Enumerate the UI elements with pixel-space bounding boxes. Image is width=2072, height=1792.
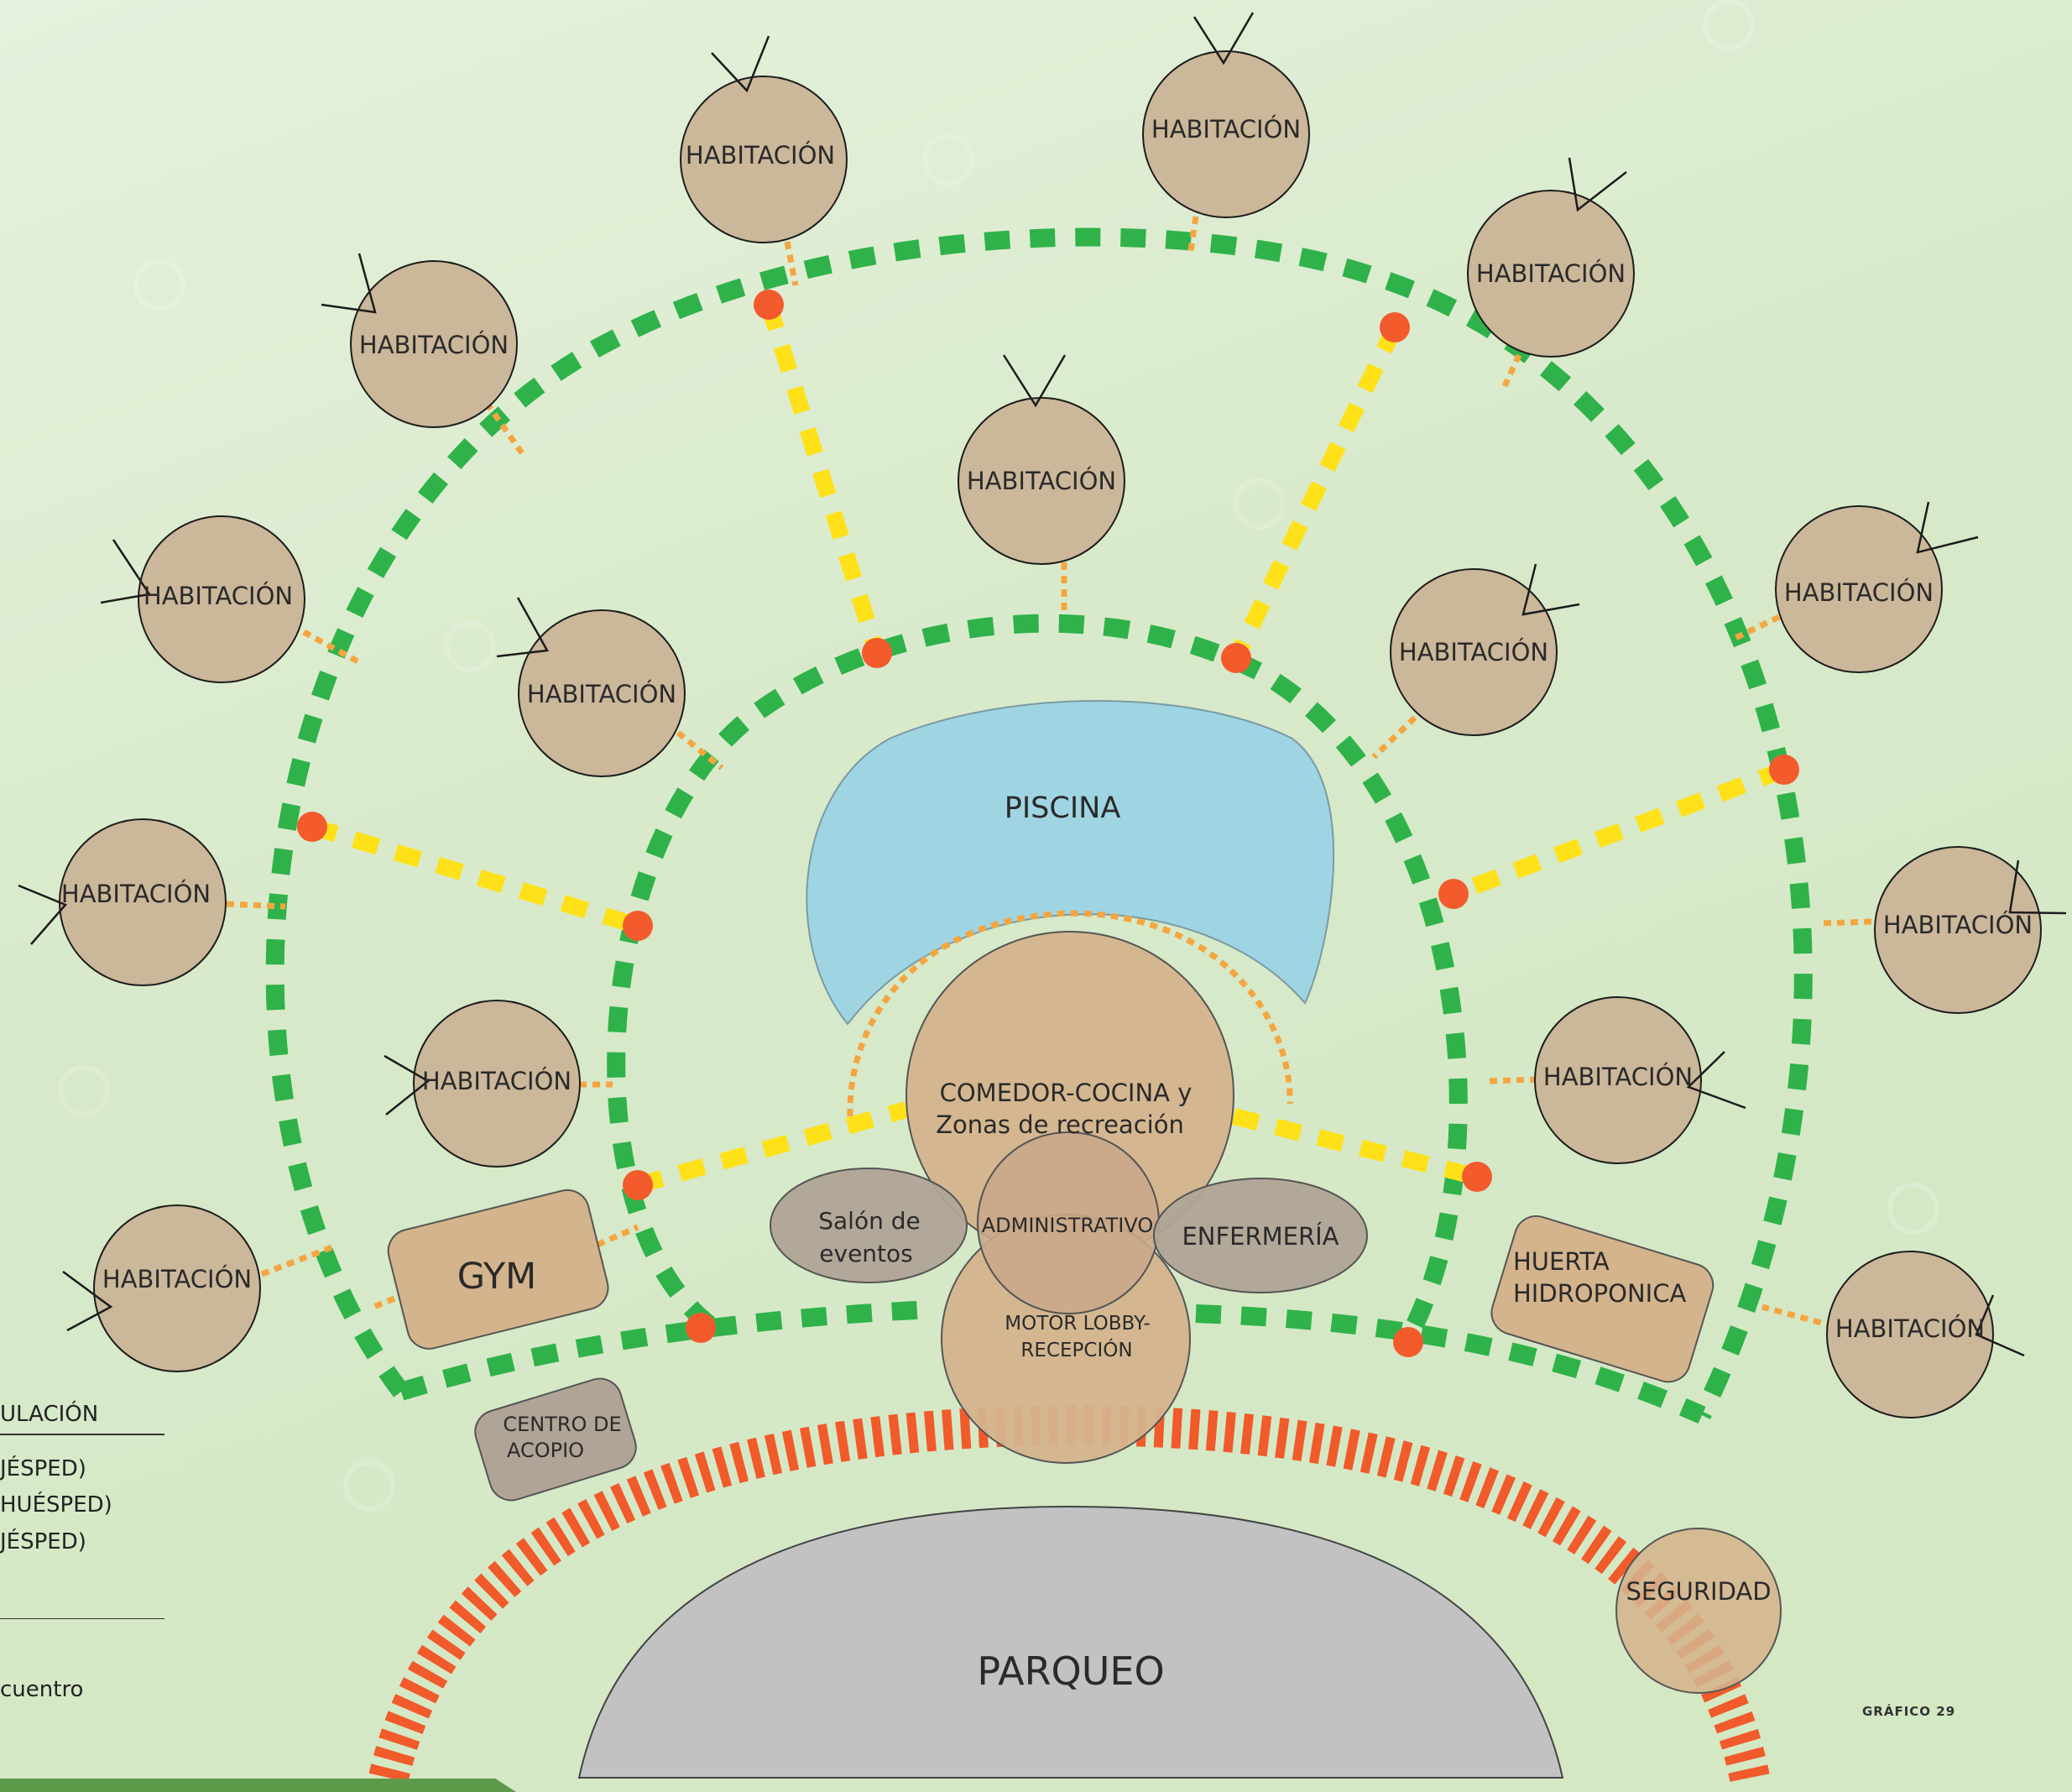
legend-line-4: cuentro [0, 1677, 84, 1702]
node [754, 290, 784, 320]
collection-label-line2: ACOPIO [507, 1439, 584, 1462]
node [623, 911, 653, 941]
room-circle [1467, 190, 1635, 358]
room-label: HABITACIÓN [1883, 911, 2033, 939]
node [623, 1170, 653, 1200]
outer-green-ring [265, 227, 1813, 1419]
room-label: HABITACIÓN [967, 467, 1116, 495]
legend-line-2: HUÉSPED) [0, 1492, 112, 1518]
gym-zone [387, 1189, 609, 1350]
lobby-label-line1: MOTOR LOBBY- [1005, 1313, 1150, 1335]
collection-label-line1: CENTRO DE [503, 1413, 621, 1436]
room-label: HABITACIÓN [1835, 1314, 1985, 1343]
legend-rule-bottom [0, 1618, 164, 1619]
room-label: HABITACIÓN [1784, 578, 1934, 607]
garden-label-line2: HIDROPONICA [1513, 1279, 1686, 1308]
events-hall-zone [770, 1168, 968, 1283]
room-circle [958, 397, 1125, 565]
node [862, 638, 892, 668]
meeting-nodes [297, 290, 1799, 1357]
security-label: SEGURIDAD [1626, 1577, 1771, 1606]
admin-label: ADMINISTRATIVO [982, 1214, 1154, 1237]
room-circle [1142, 50, 1310, 218]
room-label: HABITACIÓN [144, 582, 293, 610]
room-label: HABITACIÓN [359, 331, 509, 359]
node [297, 812, 327, 842]
room-circle [1775, 505, 1943, 673]
legend-rule-top [0, 1434, 164, 1435]
legend-line-3: JÉSPED) [0, 1529, 86, 1554]
room-circle [1874, 846, 2042, 1014]
lower-green-path [398, 1300, 932, 1401]
inner-green-ring [607, 614, 1468, 1340]
orange-circulation [226, 216, 1872, 1330]
node [1393, 1327, 1423, 1357]
room-label: HABITACIÓN [1543, 1063, 1693, 1091]
legend-line-1: JÉSPED) [0, 1456, 86, 1481]
room-circle [518, 609, 686, 777]
node [1380, 312, 1410, 342]
node [1438, 879, 1469, 909]
room-circle [350, 260, 518, 428]
room-label: HABITACIÓN [61, 880, 211, 908]
events-label-line2: eventos [819, 1240, 912, 1267]
room-label: HABITACIÓN [1399, 638, 1548, 666]
guest-rooms [59, 50, 2042, 1418]
dining-label-line2: Zonas de recreación [936, 1110, 1184, 1139]
events-label-line1: Salón de [818, 1207, 921, 1235]
node [1769, 755, 1799, 785]
security-zone [1615, 1528, 1782, 1694]
gym-label: GYM [457, 1256, 537, 1298]
room-label: HABITACIÓN [102, 1265, 252, 1293]
node [1221, 643, 1251, 673]
legend-title: ULACIÓN [0, 1402, 99, 1427]
room-circle [1390, 568, 1558, 736]
room-circle [93, 1204, 261, 1372]
infirmary-label: ENFERMERÍA [1182, 1222, 1339, 1251]
room-label: HABITACIÓN [686, 141, 835, 170]
room-circle [413, 1000, 581, 1168]
lower-green-path-right [1195, 1304, 1706, 1424]
room-label: HABITACIÓN [1476, 259, 1626, 288]
collection-center-zone [474, 1377, 637, 1502]
infirmary-zone [1153, 1178, 1368, 1293]
node [686, 1313, 716, 1343]
room-circle [680, 76, 848, 243]
room-label: HABITACIÓN [527, 680, 676, 708]
footer-bar [0, 1779, 516, 1792]
room-label: HABITACIÓN [422, 1067, 571, 1095]
room-circle [138, 515, 305, 683]
parking-zone [577, 1505, 1564, 1779]
yellow-circulation [310, 302, 1788, 1194]
room-circle [1826, 1251, 1994, 1418]
door-ticks [18, 12, 2067, 1357]
parking-label: PARQUEO [977, 1648, 1164, 1694]
dining-label-line1: COMEDOR-COCINA y [940, 1079, 1193, 1107]
node [1462, 1162, 1492, 1192]
room-labels: HABITACIÓN HABITACIÓN HABITACIÓN HABITAC… [61, 115, 2033, 1343]
hydroponic-garden-zone [1490, 1215, 1714, 1383]
lobby-label-line2: RECEPCIÓN [1020, 1338, 1132, 1361]
room-label: HABITACIÓN [1151, 115, 1301, 144]
green-circulation [265, 227, 1813, 1424]
pool-label: PISCINA [1005, 792, 1121, 825]
figure-number: GRÁFICO 29 [1862, 1704, 1956, 1719]
room-circle [1534, 996, 1702, 1164]
garden-label-line1: HUERTA [1513, 1247, 1610, 1276]
